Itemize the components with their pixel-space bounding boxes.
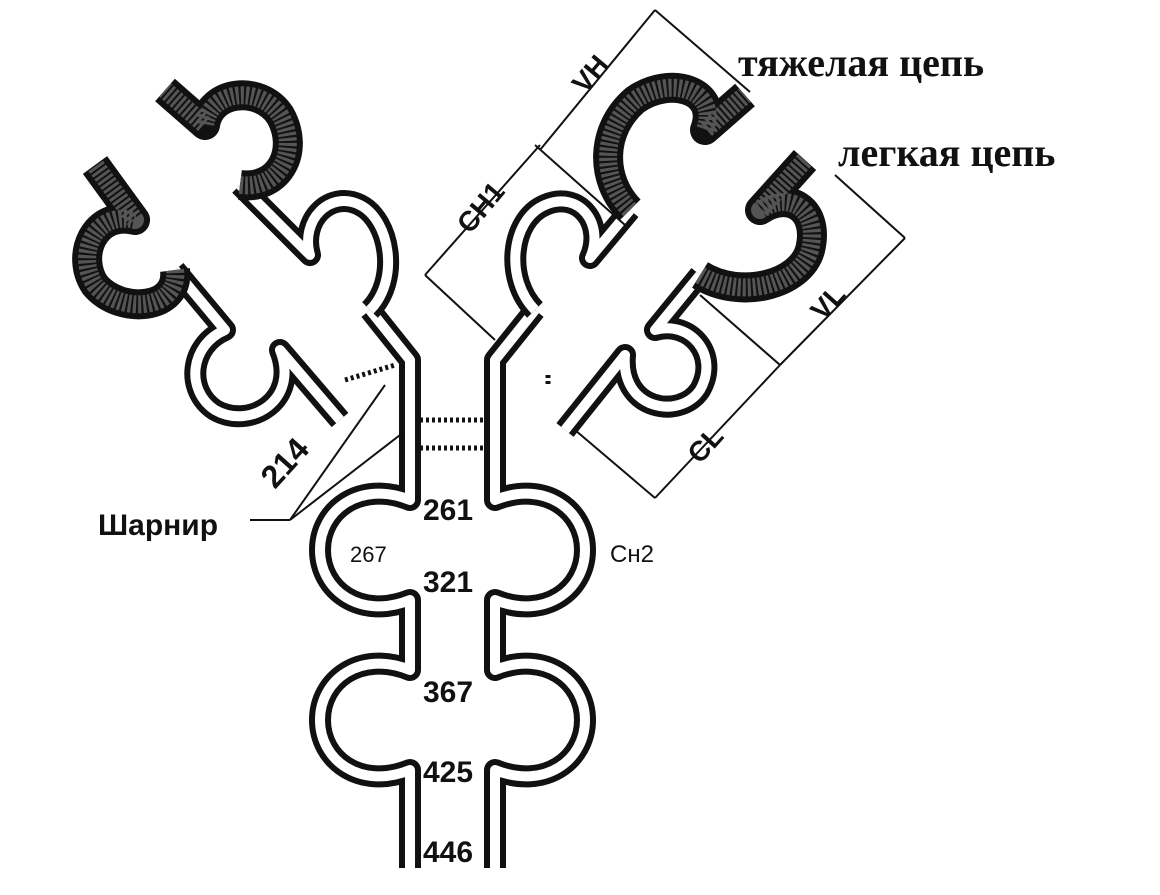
residue-261-label: 261 xyxy=(423,494,473,527)
ch2-label: Cн2 xyxy=(610,541,654,568)
vh-label: VH xyxy=(566,49,615,99)
dimension-vl xyxy=(699,174,906,366)
hinge-label: Шарнир xyxy=(98,509,218,542)
heavy-chain-label: тяжелая цепь xyxy=(738,40,984,85)
ch1-label: CH1 xyxy=(451,176,511,239)
hinge-pointer xyxy=(250,384,401,521)
left-heavy-chain-fab xyxy=(155,78,400,318)
residue-214-label: 214 xyxy=(253,431,316,495)
residue-321-label: 321 xyxy=(423,566,473,599)
vl-label: VL xyxy=(804,279,851,326)
dimension-cl xyxy=(574,364,781,499)
right-heavy-chain-fab xyxy=(504,72,755,318)
residue-267-label: 267 xyxy=(350,542,387,567)
residue-425-label: 425 xyxy=(423,756,473,789)
dimension-vh xyxy=(534,9,751,226)
fc-right-heavy-chain xyxy=(484,303,596,868)
light-chain-label: легкая цепь xyxy=(838,130,1055,175)
dimension-ch1 xyxy=(424,144,541,341)
disulfide-bonds xyxy=(344,362,551,451)
left-light-chain xyxy=(72,156,349,428)
residue-367-label: 367 xyxy=(423,676,473,709)
right-light-chain xyxy=(556,149,827,437)
fc-left-heavy-chain xyxy=(309,303,421,868)
residue-446-label: 446 xyxy=(423,836,473,869)
